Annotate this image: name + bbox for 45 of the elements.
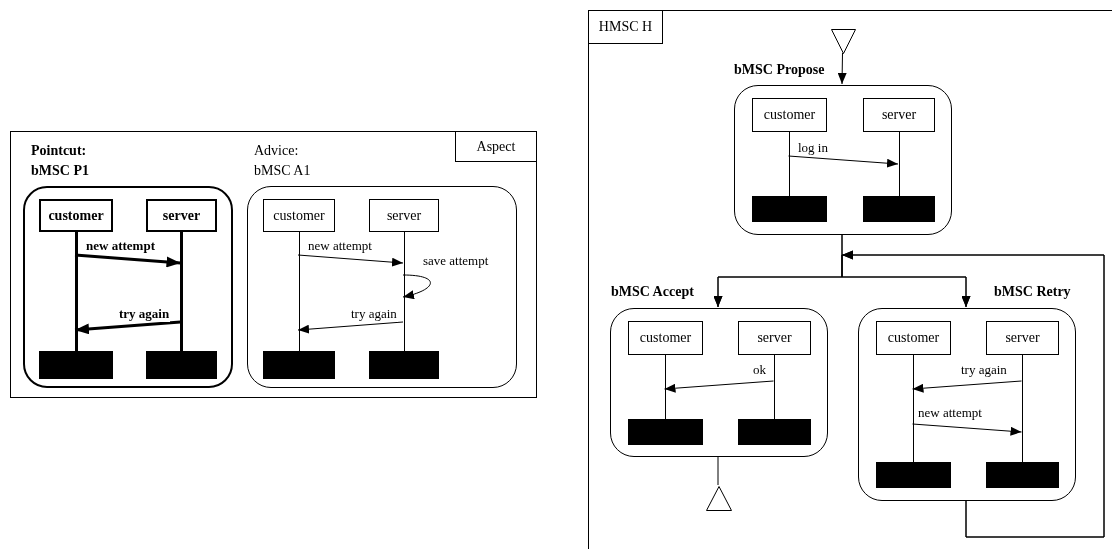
message-arrow <box>788 155 899 168</box>
msc-title: bMSC Accept <box>611 284 694 300</box>
instance-head: server <box>863 98 935 132</box>
msc-title: Advice: <box>254 143 299 159</box>
instance-end-bar <box>263 351 335 379</box>
frame-tab: Aspect <box>455 131 537 162</box>
instance-head: server <box>738 321 811 355</box>
msc-title: Pointcut: <box>31 143 87 159</box>
message-arrow <box>297 254 404 267</box>
message-arrow <box>297 321 404 334</box>
instance-head: customer <box>263 199 335 232</box>
message-label: try again <box>118 306 171 322</box>
msc-title: bMSC Retry <box>994 284 1071 300</box>
instance-end-bar <box>876 462 951 488</box>
instance-head: server <box>369 199 439 232</box>
message-arrow <box>402 274 431 299</box>
instance-head: customer <box>628 321 703 355</box>
instance-end-bar <box>628 419 703 445</box>
msc-title: bMSC A1 <box>254 163 311 179</box>
instance-head: customer <box>752 98 827 132</box>
frame-border <box>588 10 1112 549</box>
end-triangle <box>706 486 732 511</box>
message-arrow <box>912 380 1022 393</box>
instance-end-bar <box>369 351 439 379</box>
instance-head: server <box>986 321 1059 355</box>
flow-arrow <box>841 250 1105 538</box>
msc-title: bMSC Propose <box>734 62 825 78</box>
message-arrow <box>664 380 774 393</box>
instance-head: customer <box>876 321 951 355</box>
flow-arrow <box>837 52 847 85</box>
instance-end-bar <box>752 196 827 222</box>
instance-end-bar <box>986 462 1059 488</box>
message-arrow <box>912 423 1022 436</box>
instance-end-bar <box>738 419 811 445</box>
instance-end-bar <box>863 196 935 222</box>
instance-head: server <box>146 199 217 232</box>
frame-border <box>10 131 537 398</box>
instance-end-bar <box>39 351 113 379</box>
frame-tab: HMSC H <box>588 10 663 44</box>
message-label: log in <box>797 140 829 156</box>
start-triangle <box>831 29 856 54</box>
instance-end-bar <box>146 351 217 379</box>
flow-line <box>717 455 719 486</box>
msc-title: bMSC P1 <box>31 163 89 179</box>
instance-head: customer <box>39 199 113 232</box>
